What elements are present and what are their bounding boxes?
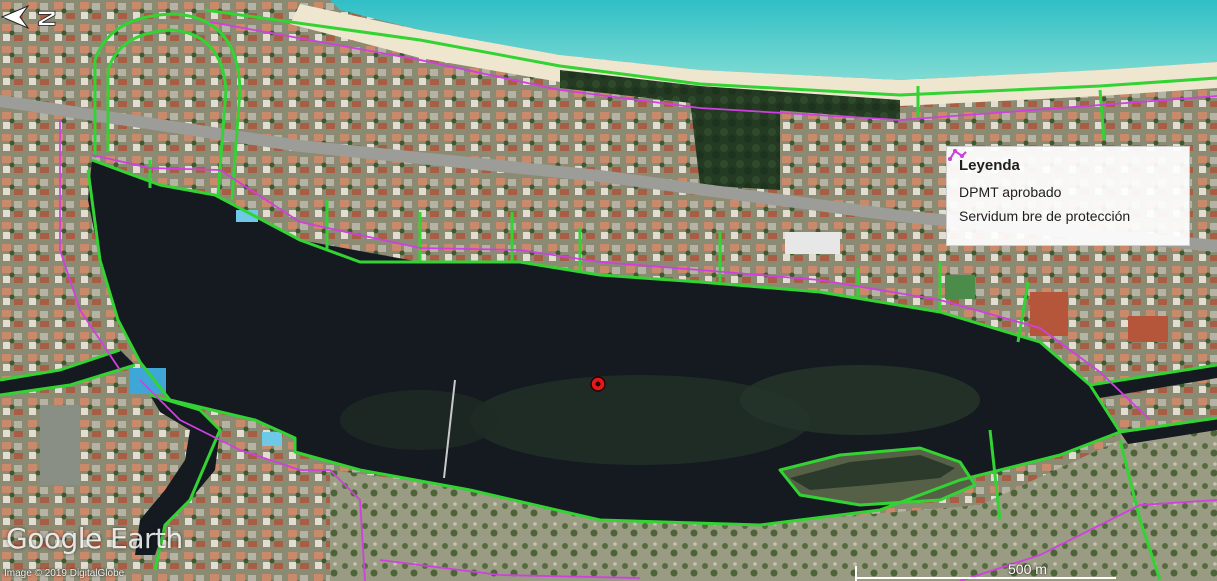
legend-item-proteccion: Servidum bre de protección [948, 149, 1177, 224]
google-earth-logo: Google Earth [6, 522, 183, 555]
red-target-marker-icon[interactable] [590, 376, 606, 392]
map-legend: Leyenda DPMT aprobado Servidum bre de pr… [946, 146, 1190, 246]
magenta-polyline-icon [948, 149, 967, 161]
legend-title: Leyenda [959, 157, 1020, 174]
legend-label-dpmt: DPMT aprobado [959, 184, 1062, 200]
scale-bar [855, 566, 1116, 581]
legend-item-dpmt: DPMT aprobado [948, 149, 1177, 200]
north-arrow-icon[interactable]: N [0, 0, 64, 34]
legend-label-proteccion: Servidum bre de protección [959, 208, 1131, 224]
scale-label: 500 m [1008, 561, 1047, 577]
imagery-copyright: Image © 2019 DigitalGlobe [4, 568, 125, 579]
north-letter: N [34, 10, 61, 27]
